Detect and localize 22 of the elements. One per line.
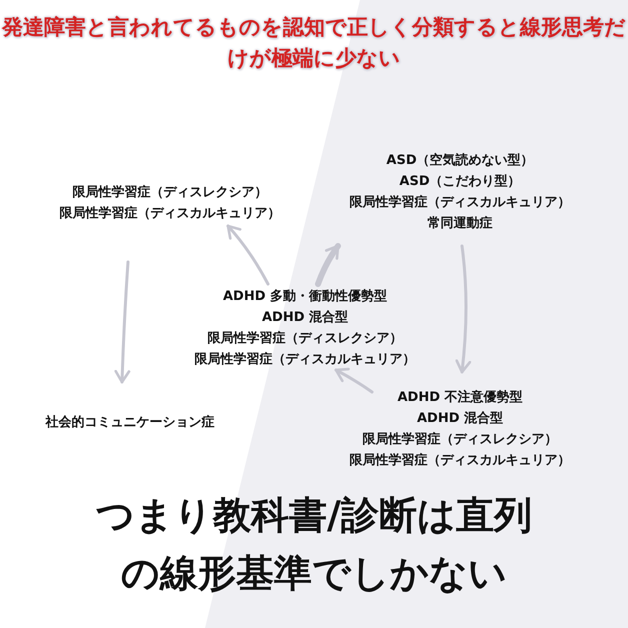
diagnosis-label: 限局性学習症（ディスカルキュリア）: [348, 194, 572, 212]
arrow: [114, 260, 130, 384]
diagnosis-label: 限局性学習症（ディスカルキュリア）: [348, 452, 572, 470]
diagnosis-label: 限局性学習症（ディスレクシア）: [72, 184, 268, 202]
title-text: 発達障害と言われてるものを認知で正しく分類すると線形思考だけが極端に少ない: [2, 15, 626, 70]
diagnosis-label: ASD（空気読めない型）: [385, 152, 535, 170]
arrow: [315, 243, 341, 287]
diagnosis-label: 社会的コミュニケーション症: [44, 414, 216, 432]
diagnosis-label: ASD（こだわり型）: [398, 173, 522, 191]
arrow: [226, 224, 270, 286]
diagnosis-label: 限局性学習症（ディスレクシア）: [206, 330, 404, 348]
diagnosis-label: ADHD 混合型: [416, 410, 504, 428]
diagnosis-label: ADHD 多動・衝動性優勢型: [222, 288, 388, 306]
diagnosis-label: 限局性学習症（ディスレクシア）: [362, 430, 558, 449]
diagnosis-label: 限局性学習症（ディスカルキュリア）: [194, 350, 416, 369]
caption-text: つまり教科書/診断は直列の線形基準でしかない: [95, 492, 533, 597]
diagnosis-label: 常同運動症: [426, 214, 494, 233]
diagnosis-label: ADHD 混合型: [260, 309, 350, 327]
diagnosis-label: 限局性学習症（ディスカルキュリア）: [58, 204, 282, 223]
arrow: [334, 368, 374, 394]
arrow: [455, 244, 472, 374]
diagnosis-label: ADHD 不注意優勢型: [396, 388, 524, 407]
